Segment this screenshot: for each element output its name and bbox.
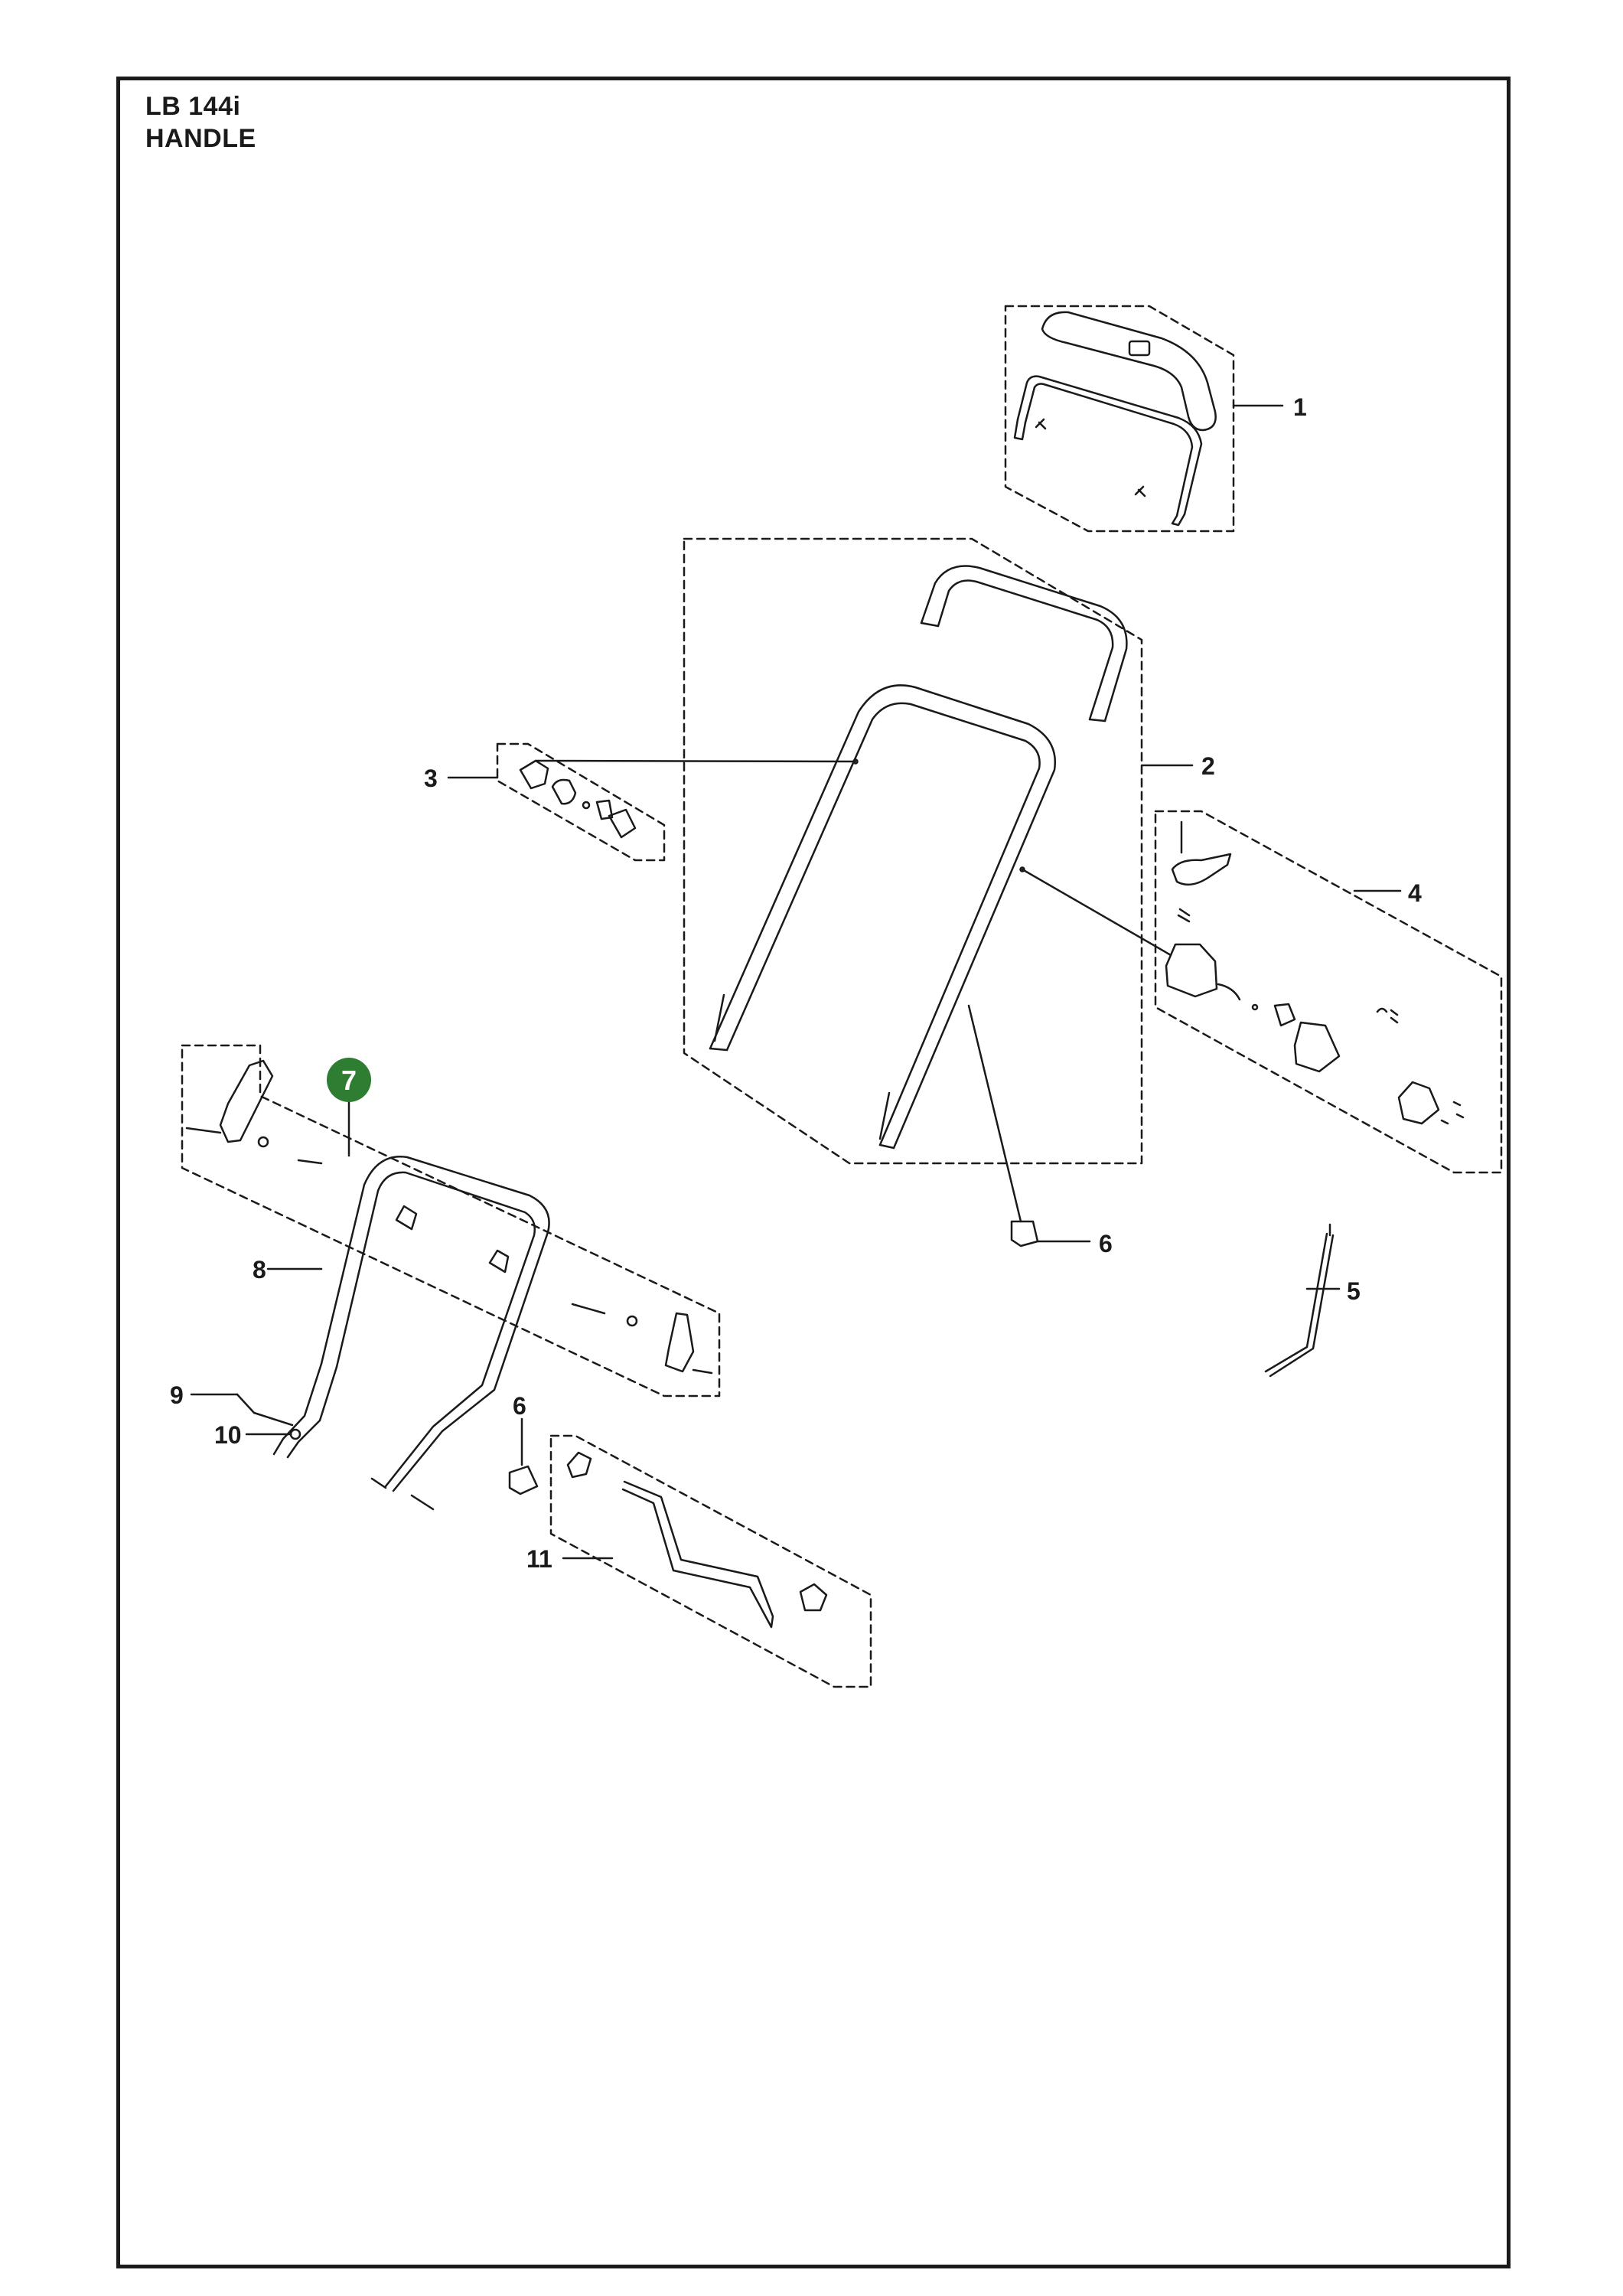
part-6-cap-upper [967, 1004, 1039, 1247]
callout-2: 2 [1140, 752, 1215, 780]
callout-6b: 6 [513, 1392, 526, 1420]
svg-text:4: 4 [1408, 879, 1422, 907]
section-title: HANDLE [145, 124, 256, 153]
svg-text:5: 5 [1347, 1277, 1361, 1305]
callout-8: 8 [253, 1256, 323, 1283]
svg-text:6: 6 [1099, 1230, 1113, 1257]
assembly-group-4 [1021, 810, 1503, 1174]
callout-7: 7 [327, 1058, 371, 1157]
callout-5: 5 [1305, 1277, 1361, 1305]
callout-1: 1 [1232, 393, 1307, 421]
svg-text:7: 7 [341, 1065, 357, 1096]
part-8-lower-handle [272, 1156, 550, 1492]
callout-10: 10 [214, 1421, 292, 1449]
assembly-group-2 [683, 537, 1143, 1165]
svg-text:2: 2 [1201, 752, 1215, 780]
assembly-group-7 [181, 1044, 721, 1397]
svg-text:11: 11 [526, 1545, 552, 1573]
part-5-cable [1264, 1223, 1335, 1378]
callout-11: 11 [526, 1545, 614, 1573]
svg-text:1: 1 [1293, 393, 1307, 421]
callout-4: 4 [1353, 879, 1422, 907]
callout-7-highlight-badge [327, 1058, 371, 1102]
assembly-group-11 [549, 1434, 872, 1688]
svg-text:6: 6 [513, 1392, 526, 1420]
assembly-group-1 [1004, 305, 1235, 533]
svg-text:10: 10 [214, 1421, 242, 1449]
svg-text:8: 8 [253, 1256, 266, 1283]
callout-6a: 6 [1036, 1230, 1113, 1257]
svg-text:9: 9 [170, 1381, 184, 1409]
part-10-nut [289, 1428, 435, 1511]
part-6-cap-lower [508, 1417, 539, 1495]
svg-text:3: 3 [424, 765, 438, 792]
part-9-bolt [253, 1411, 294, 1427]
assembly-group-3 [496, 742, 857, 862]
model-title: LB 144i [145, 92, 241, 121]
callout-3: 3 [424, 765, 499, 792]
callout-9: 9 [170, 1381, 256, 1414]
page-border [116, 77, 1511, 2268]
